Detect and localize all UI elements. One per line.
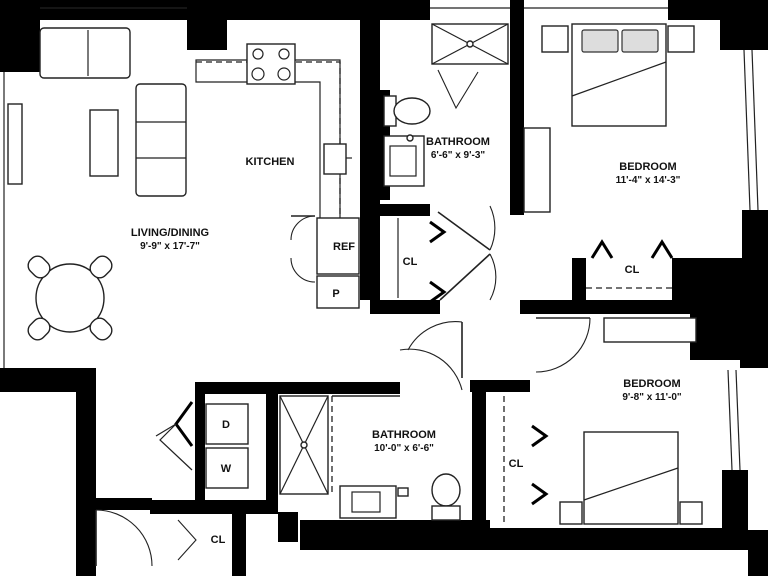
refrigerator-label: REF xyxy=(333,241,355,253)
bathroom-1: BATHROOM 6'-6" x 9'-3" xyxy=(383,23,509,251)
living-room-label: LIVING/DINING xyxy=(131,227,209,239)
bedroom-1-label: BEDROOM xyxy=(619,161,676,173)
closet-label: CL xyxy=(403,256,418,268)
dryer xyxy=(205,403,249,445)
living-room-dims: 9'-9" x 17'-7" xyxy=(140,241,200,252)
bedroom-2: BEDROOM 9'-8" x 11'-0" CL xyxy=(407,317,703,526)
coffee-table xyxy=(89,109,119,177)
washer xyxy=(205,447,249,489)
closet-label: CL xyxy=(509,458,524,470)
nightstand xyxy=(541,25,569,53)
pantry xyxy=(316,275,360,309)
kitchen-sink xyxy=(323,143,347,175)
bedroom-1: BEDROOM 11'-4" x 14'-3" CL xyxy=(523,23,695,289)
dining-table xyxy=(35,263,105,333)
bedroom-2-label: BEDROOM xyxy=(623,378,680,390)
toilet xyxy=(431,473,461,507)
nightstand xyxy=(667,25,695,53)
closet-label: CL xyxy=(211,534,226,546)
bathroom-1-dims: 6'-6" x 9'-3" xyxy=(431,150,486,161)
dryer-label: D xyxy=(222,419,230,431)
nightstand xyxy=(559,501,583,525)
bed xyxy=(583,431,679,525)
dining-chair xyxy=(27,317,51,341)
bedroom-1-dims: 11'-4" x 14'-3" xyxy=(616,175,681,186)
dining-chair xyxy=(89,317,113,341)
pantry-label: P xyxy=(332,288,339,300)
vanity-sink xyxy=(383,135,425,187)
dining-chair xyxy=(27,255,51,279)
tv-unit xyxy=(7,103,23,185)
vanity-sink xyxy=(339,485,397,519)
dresser xyxy=(603,317,697,343)
closet-label: CL xyxy=(625,264,640,276)
bathroom-2: BATHROOM 10'-0" x 6'-6" xyxy=(279,348,463,521)
bathroom-2-label: BATHROOM xyxy=(372,429,436,441)
nightstand xyxy=(679,501,703,525)
entry: CL xyxy=(95,509,226,567)
dining-chair xyxy=(89,255,113,279)
bathroom-2-dims: 10'-0" x 6'-6" xyxy=(374,443,434,454)
kitchen-label: KITCHEN xyxy=(246,156,295,168)
laundry: D W xyxy=(155,401,249,489)
sectional-sofa xyxy=(135,83,187,197)
refrigerator xyxy=(316,217,360,275)
bathroom-1-label: BATHROOM xyxy=(426,136,490,148)
bedroom-2-dims: 9'-8" x 11'-0" xyxy=(622,392,682,403)
dresser xyxy=(523,127,551,213)
hall-closet: CL xyxy=(397,218,497,304)
kitchen: KITCHEN REF P xyxy=(195,43,360,309)
sofa xyxy=(39,27,131,79)
windows xyxy=(3,7,759,471)
washer-label: W xyxy=(221,463,232,475)
living-dining-furniture: LIVING/DINING 9'-9" x 17'-7" xyxy=(7,27,209,341)
